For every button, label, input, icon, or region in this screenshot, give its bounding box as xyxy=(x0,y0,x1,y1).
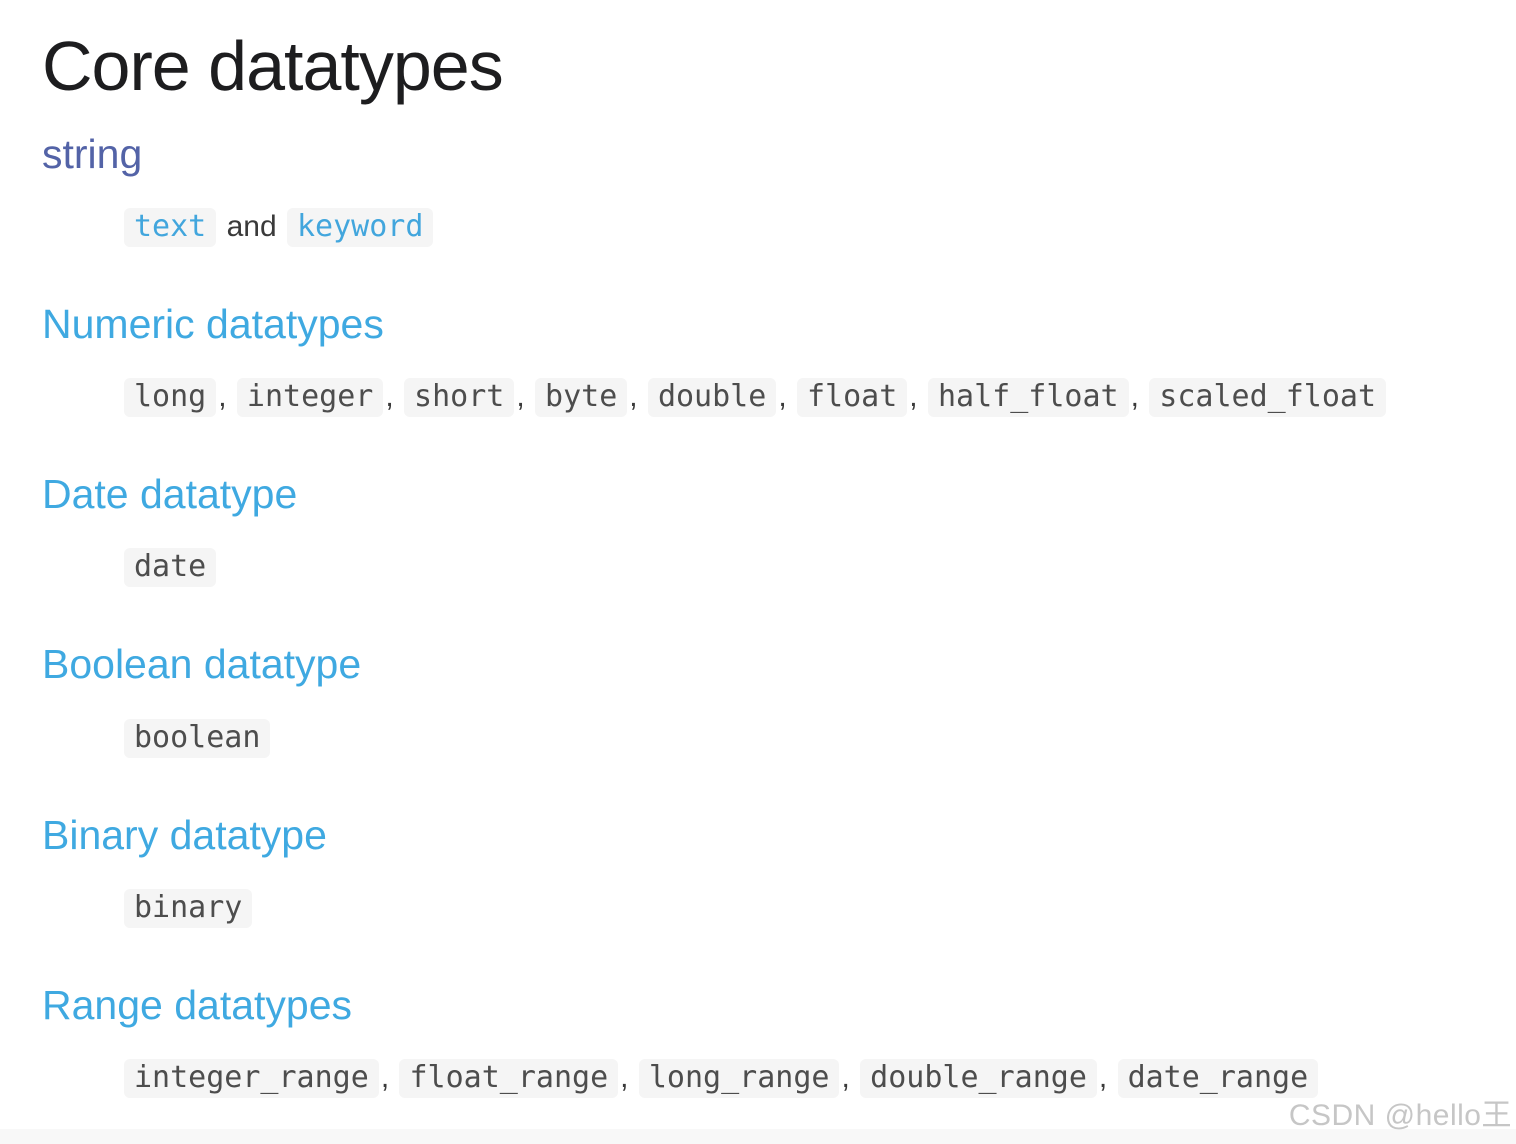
section-heading-binary-datatype[interactable]: Binary datatype xyxy=(42,811,327,858)
section-codes-boolean-datatype: boolean xyxy=(124,715,1496,761)
section-codes-string: text and keyword xyxy=(124,204,1496,250)
section-heading-boolean-datatype[interactable]: Boolean datatype xyxy=(42,641,362,688)
code-chip-date_range: date_range xyxy=(1117,1059,1319,1098)
section-boolean-datatype: Boolean datatype boolean xyxy=(42,639,1496,760)
plain-text: , xyxy=(909,380,926,413)
plain-text: , xyxy=(620,1061,637,1094)
code-chip-date: date xyxy=(124,548,217,588)
section-heading-date-datatype[interactable]: Date datatype xyxy=(42,471,298,517)
plain-text: and xyxy=(218,209,285,243)
plain-text: , xyxy=(778,380,795,413)
plain-text: , xyxy=(380,1061,398,1094)
page-title: Core datatypes xyxy=(42,27,504,105)
section-string: string text and keyword xyxy=(42,129,1496,250)
code-chip-float_range: float_range xyxy=(399,1059,619,1098)
code-chip-short: short xyxy=(404,378,515,417)
code-chip-integer_range: integer_range xyxy=(124,1059,379,1098)
section-numeric-datatypes: Numeric datatypes long, integer, short, b… xyxy=(42,299,1496,420)
bottom-band xyxy=(0,1129,1516,1144)
plain-text: , xyxy=(1130,380,1148,413)
plain-text: , xyxy=(516,380,534,413)
section-codes-binary-datatype: binary xyxy=(124,885,1496,931)
code-chip-double_range: double_range xyxy=(860,1059,1097,1098)
code-chip-scaled_float: scaled_float xyxy=(1149,378,1387,417)
code-link-text[interactable]: text xyxy=(124,207,217,247)
section-codes-numeric-datatypes: long, integer, short, byte, double, floa… xyxy=(124,374,1496,420)
code-chip-boolean: boolean xyxy=(124,718,271,758)
plain-text: , xyxy=(1098,1061,1116,1094)
code-link-keyword[interactable]: keyword xyxy=(286,207,434,247)
plain-text: , xyxy=(385,380,403,413)
watermark: CSDN @hello王 xyxy=(1288,1099,1512,1132)
code-chip-double: double xyxy=(647,378,777,417)
code-chip-long_range: long_range xyxy=(638,1059,840,1098)
plain-text: , xyxy=(629,380,646,413)
section-codes-date-datatype: date xyxy=(124,544,1496,590)
section-binary-datatype: Binary datatype binary xyxy=(42,810,1496,931)
code-chip-float: float xyxy=(796,378,908,417)
section-heading-string[interactable]: string xyxy=(42,130,143,177)
section-codes-range-datatypes: integer_range, float_range, long_range, … xyxy=(124,1055,1496,1101)
code-chip-long: long xyxy=(124,378,217,417)
section-heading-range-datatypes[interactable]: Range datatypes xyxy=(42,981,353,1028)
code-chip-byte: byte xyxy=(535,378,628,417)
section-heading-numeric-datatypes[interactable]: Numeric datatypes xyxy=(42,300,384,347)
code-chip-integer: integer xyxy=(236,378,384,417)
section-range-datatypes: Range datatypes integer_range, float_rang… xyxy=(42,980,1496,1101)
code-chip-half_float: half_float xyxy=(927,378,1129,417)
code-chip-binary: binary xyxy=(124,888,253,928)
plain-text: , xyxy=(841,1061,859,1094)
plain-text: , xyxy=(218,380,235,413)
section-date-datatype: Date datatype date xyxy=(42,469,1496,590)
